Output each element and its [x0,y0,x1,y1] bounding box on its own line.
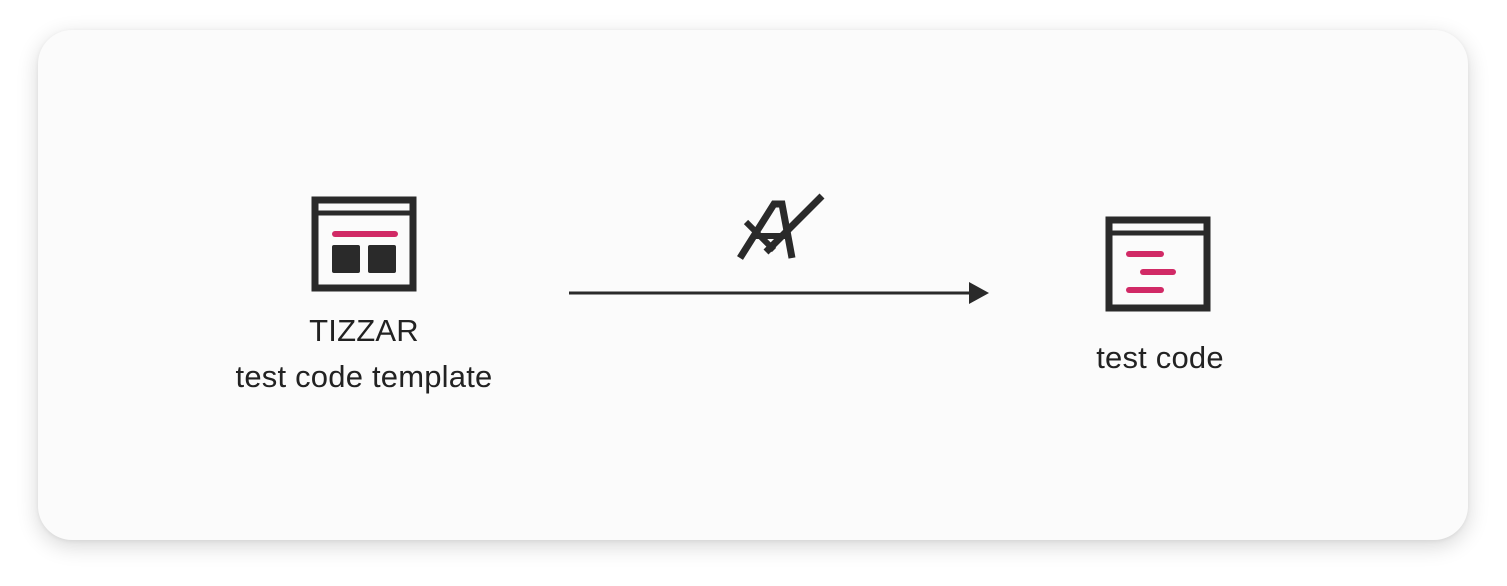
arrow-right-icon [569,282,989,304]
target-title: test code [1096,340,1224,375]
source-label: TIZZAR test code template [204,308,524,400]
source-title: TIZZAR [309,313,419,348]
crossed-out-A-icon [737,193,825,260]
source-subtitle: test code template [235,359,493,394]
code-window-icon [1105,216,1211,312]
template-window-icon [311,196,417,292]
diagram-card [38,30,1468,540]
target-label: test code [1040,335,1280,381]
